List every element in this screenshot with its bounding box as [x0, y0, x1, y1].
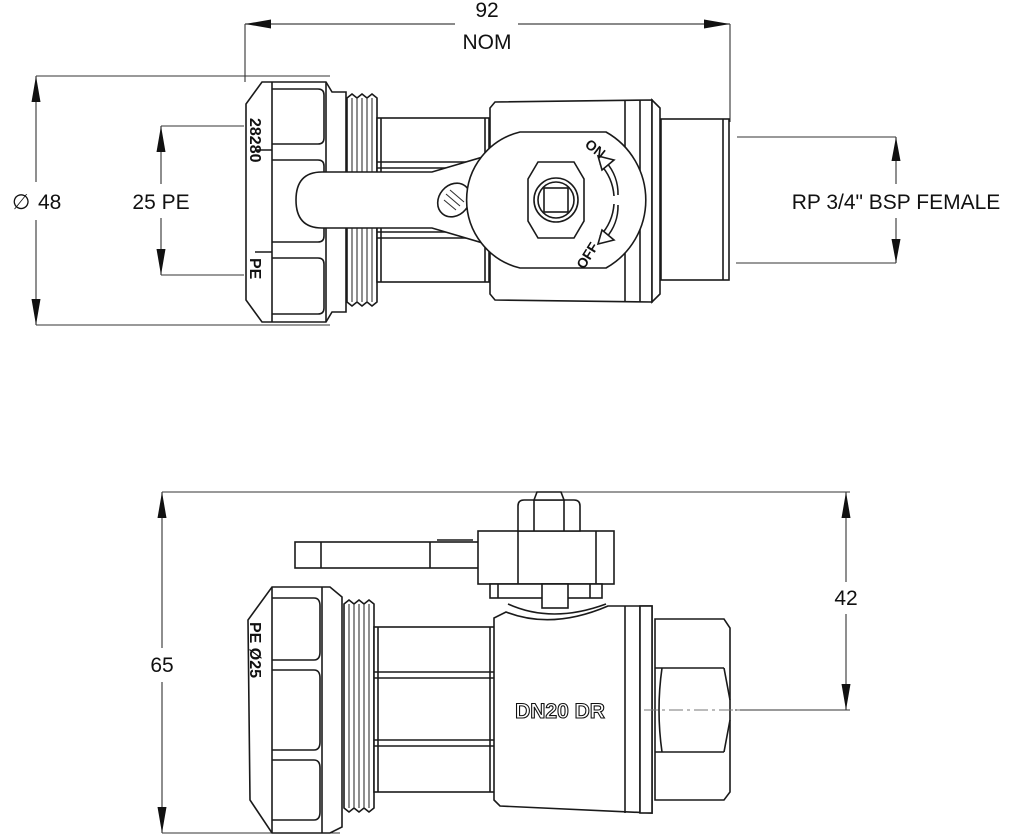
dimension-centre-height: 42: [735, 492, 858, 711]
spigot-side: [373, 626, 497, 793]
dimension-thread: RP 3/4" BSP FEMALE: [736, 136, 1024, 264]
dimension-pipe-size: 25 PE: [132, 125, 244, 276]
dimension-value-92: 92: [475, 0, 498, 22]
stem-nut-side[interactable]: [477, 491, 615, 609]
dimension-value-42: 42: [834, 587, 857, 610]
dimension-overall-height: 65: [150, 491, 850, 834]
handle-hub-top[interactable]: ON OFF: [465, 131, 647, 272]
dimension-nut-diameter: ∅ 48: [12, 75, 330, 326]
body-marking: DN20 DR: [515, 700, 605, 723]
handle-top[interactable]: [295, 144, 521, 256]
dimension-value-25-pe: 25 PE: [132, 191, 189, 214]
female-end-top: [660, 118, 730, 281]
thread-side: [343, 598, 375, 814]
side-view: 65 42: [150, 491, 858, 834]
female-end-side: [654, 618, 731, 801]
dimension-value-65: 65: [150, 654, 173, 677]
top-view: 92 NOM ∅ 48 25 PE: [12, 0, 1024, 326]
nut-code-marking: 28280: [246, 118, 263, 163]
compression-nut-side: PE Ø25: [246, 586, 343, 834]
dimension-value-thread: RP 3/4" BSP FEMALE: [792, 191, 1001, 214]
nut-material-marking: PE: [246, 258, 263, 280]
valve-body-side: DN20 DR: [493, 603, 653, 814]
dimension-overall-length: 92 NOM: [244, 0, 731, 122]
handle-lever-side[interactable]: [294, 539, 498, 569]
dimension-value-48: 48: [38, 191, 61, 214]
dimension-qualifier-nom: NOM: [463, 31, 512, 54]
nut-side-marking: PE Ø25: [246, 622, 263, 678]
diameter-symbol: ∅: [12, 191, 30, 214]
